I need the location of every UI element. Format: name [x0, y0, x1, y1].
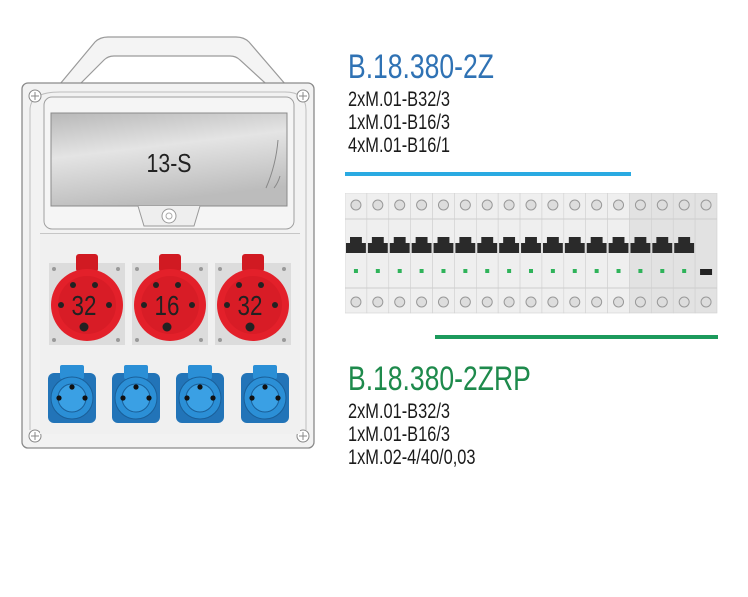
socket-rating: 16 — [155, 291, 180, 322]
green-divider — [435, 335, 718, 339]
breaker-module — [585, 193, 608, 314]
variant-b-line: 2xM.01-B32/3 — [348, 400, 450, 423]
breaker-module — [475, 193, 499, 314]
socket-rating: 32 — [72, 291, 97, 322]
breaker-module — [607, 193, 630, 314]
breaker-module — [345, 193, 368, 314]
variant-a-line: 4xM.01-B16/1 — [348, 134, 450, 157]
schuko-socket — [241, 365, 289, 423]
breaker-module — [694, 193, 718, 314]
distribution-box-illustration: 13-S 32 16 32 — [21, 36, 315, 449]
cee-socket: 32 — [49, 254, 125, 345]
variant-a-line: 2xM.01-B32/3 — [348, 88, 450, 111]
variant-a-line: 1xM.01-B16/3 — [348, 111, 450, 134]
variant-b-title: B.18.380-2ZRP — [348, 360, 531, 398]
cee-socket: 16 — [132, 254, 208, 345]
inspection-window — [50, 112, 288, 207]
breaker-module — [563, 193, 587, 314]
breaker-module — [672, 193, 696, 314]
socket-rating: 32 — [238, 291, 263, 322]
breaker-module — [651, 193, 674, 314]
breaker-module — [519, 193, 543, 314]
schuko-socket — [112, 365, 160, 423]
breaker-module — [366, 193, 390, 314]
breaker-module — [432, 193, 455, 314]
variant-b-line: 1xM.02-4/40/0,03 — [348, 446, 476, 469]
breaker-module — [497, 193, 521, 314]
variant-b-line: 1xM.01-B16/3 — [348, 423, 450, 446]
enclosure-label: 13-S — [146, 149, 191, 179]
breaker-module — [410, 193, 433, 314]
breaker-module — [388, 193, 411, 314]
breaker-module — [454, 193, 477, 314]
breaker-module — [541, 193, 565, 314]
variant-a-title: B.18.380-2Z — [348, 48, 494, 86]
breaker-module — [629, 193, 652, 314]
blue-divider — [345, 172, 631, 176]
schuko-socket — [176, 365, 224, 423]
cee-socket: 32 — [215, 254, 291, 345]
breaker-strip — [345, 193, 718, 314]
window-lock-icon — [161, 208, 177, 224]
schuko-socket — [48, 365, 96, 423]
